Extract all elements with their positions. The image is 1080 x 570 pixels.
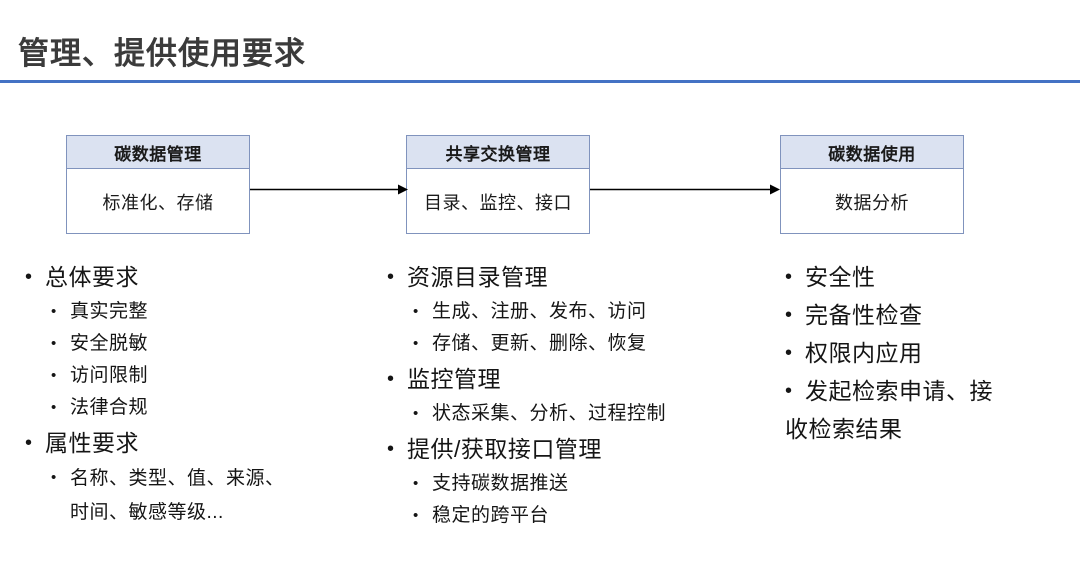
list-item: 存储、更新、删除、恢复 <box>380 328 750 360</box>
list-item: 支持碳数据推送 <box>380 468 750 500</box>
list-item: 监控管理 <box>380 360 750 398</box>
list-item: 稳定的跨平台 <box>380 500 750 532</box>
list-item: 法律合规 <box>18 392 358 424</box>
flow-box-header: 碳数据管理 <box>67 136 249 169</box>
list-item-line1: 发起检索申请、接 <box>805 378 993 404</box>
flow-box-carbon-data-management: 碳数据管理 标准化、存储 <box>66 135 250 234</box>
flow-box-body: 标准化、存储 <box>102 192 214 213</box>
list-item: 资源目录管理 <box>380 258 750 296</box>
arrow-right-icon <box>590 183 780 196</box>
arrow-right-icon <box>250 183 408 196</box>
list-item-line2: 时间、敏感等级... <box>70 502 224 523</box>
flow-box-shared-exchange-management: 共享交换管理 目录、监控、接口 <box>406 135 590 234</box>
bullet-column-left: 总体要求 真实完整 安全脱敏 访问限制 法律合规 属性要求 名称、类型、值、来源… <box>18 258 358 530</box>
list-item: 访问限制 <box>18 360 358 392</box>
flow-box-header: 碳数据使用 <box>781 136 963 169</box>
flow-box-body: 目录、监控、接口 <box>424 192 572 213</box>
list-item: 总体要求 <box>18 258 358 296</box>
list-item: 名称、类型、值、来源、时间、敏感等级... <box>18 462 358 530</box>
flow-box-carbon-data-usage: 碳数据使用 数据分析 <box>780 135 964 234</box>
bullet-column-middle: 资源目录管理 生成、注册、发布、访问 存储、更新、删除、恢复 监控管理 状态采集… <box>380 258 750 532</box>
list-item-line1: 名称、类型、值、来源、 <box>70 468 285 489</box>
list-item: 安全性 <box>778 258 1068 296</box>
flow-box-body: 数据分析 <box>835 192 909 213</box>
page-title: 管理、提供使用要求 <box>18 36 306 71</box>
list-item: 完备性检查 <box>778 296 1068 334</box>
list-item: 提供/获取接口管理 <box>380 430 750 468</box>
list-item: 状态采集、分析、过程控制 <box>380 398 750 430</box>
list-item: 生成、注册、发布、访问 <box>380 296 750 328</box>
title-divider-rule <box>0 80 1080 83</box>
list-item: 权限内应用 <box>778 334 1068 372</box>
list-item: 安全脱敏 <box>18 328 358 360</box>
list-item: 属性要求 <box>18 424 358 462</box>
list-item-line2: 收检索结果 <box>785 416 903 442</box>
list-item: 真实完整 <box>18 296 358 328</box>
flow-box-header: 共享交换管理 <box>407 136 589 169</box>
